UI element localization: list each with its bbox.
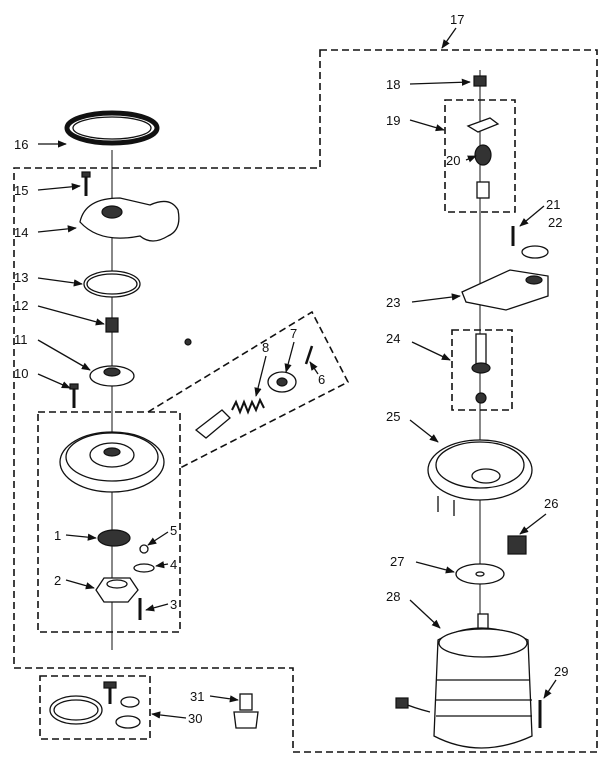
- callout-27: 27: [390, 554, 404, 569]
- valve-cap-7: [267, 371, 297, 393]
- callout-17: 17: [450, 12, 464, 27]
- spring-8: [194, 397, 265, 439]
- callout-3: 3: [170, 597, 177, 612]
- impeller-11: [89, 365, 135, 387]
- leader-3: [145, 603, 169, 612]
- callout-13: 13: [14, 270, 28, 285]
- callout-20: 20: [446, 153, 460, 168]
- callout-2: 2: [54, 573, 61, 588]
- pump-assembly-box: [37, 411, 181, 633]
- callout-4: 4: [170, 557, 177, 572]
- seal-4: [133, 563, 155, 573]
- callout-28: 28: [386, 589, 400, 604]
- leader-11: [37, 339, 91, 371]
- motor-28: [395, 613, 533, 749]
- leader-8: [254, 355, 267, 397]
- callout-5: 5: [170, 523, 177, 538]
- leader-13: [37, 277, 83, 287]
- motor-mount-25: [427, 439, 533, 516]
- callout-7: 7: [290, 326, 297, 341]
- leader-10: [37, 373, 71, 389]
- callout-14: 14: [14, 225, 28, 240]
- screw-10: [69, 383, 79, 408]
- leader-30: [151, 711, 187, 719]
- callout-15: 15: [14, 183, 28, 198]
- gasket-13: [83, 270, 141, 298]
- callout-30: 30: [188, 711, 202, 726]
- leader-5: [147, 531, 169, 546]
- fitting-31: [233, 693, 259, 729]
- leader-12: [37, 305, 105, 326]
- leader-15: [37, 183, 81, 191]
- pump-housing: [59, 431, 165, 493]
- nut-18: [473, 75, 487, 87]
- leader-2: [65, 579, 95, 590]
- callout-23: 23: [386, 295, 400, 310]
- callout-16: 16: [14, 137, 28, 152]
- leader-27: [415, 561, 455, 574]
- pump-cover-14: [79, 197, 180, 242]
- leader-1: [65, 533, 97, 541]
- leader-17: [441, 27, 457, 49]
- group-17-boundary: [13, 49, 598, 753]
- callout-31: 31: [190, 689, 204, 704]
- leader-18: [409, 78, 471, 86]
- ring-22: [521, 245, 549, 259]
- callout-11: 11: [14, 332, 28, 347]
- seal-ring-16: [64, 110, 160, 146]
- leader-28: [409, 599, 441, 629]
- ball-5: [139, 544, 149, 554]
- callout-8: 8: [262, 340, 269, 355]
- callout-26: 26: [544, 496, 558, 511]
- bushing: [476, 181, 490, 199]
- leader-25: [409, 419, 439, 443]
- leader-24: [411, 341, 451, 361]
- callout-12: 12: [14, 298, 28, 313]
- spring-20: [474, 144, 492, 166]
- kit-30-box: [39, 675, 151, 740]
- screw-15: [81, 171, 91, 196]
- callout-25: 25: [386, 409, 400, 424]
- bracket-23: [461, 269, 549, 311]
- leader-4: [155, 561, 169, 569]
- clutch-19: [466, 117, 500, 133]
- leader-21: [519, 205, 545, 227]
- leader-14: [37, 225, 77, 233]
- shaft-24: [471, 333, 491, 404]
- leader-6: [309, 361, 319, 375]
- screw-6: [304, 345, 314, 365]
- callout-24: 24: [386, 331, 400, 346]
- kit-30-parts: [49, 681, 141, 729]
- callout-18: 18: [386, 77, 400, 92]
- callout-19: 19: [386, 113, 400, 128]
- leader-20: [465, 155, 477, 163]
- switch-26: [507, 535, 527, 555]
- leader-23: [411, 293, 461, 303]
- washer-27: [455, 563, 505, 585]
- bracket-2: [95, 577, 139, 603]
- leader-7: [284, 341, 295, 373]
- callout-6: 6: [318, 372, 325, 387]
- nut-12: [105, 317, 119, 333]
- leader-26: [519, 513, 547, 535]
- impeller-1: [97, 529, 131, 547]
- group-24-box: [451, 329, 513, 411]
- leader-29: [543, 679, 557, 699]
- callout-22: 22: [548, 215, 562, 230]
- leader-31: [209, 695, 239, 703]
- callout-21: 21: [546, 197, 560, 212]
- callout-29: 29: [554, 664, 568, 679]
- leader-19: [409, 119, 445, 132]
- callout-10: 10: [14, 366, 28, 381]
- valve-kit-box: [147, 310, 350, 469]
- callout-1: 1: [54, 528, 61, 543]
- valve-9: [184, 338, 192, 346]
